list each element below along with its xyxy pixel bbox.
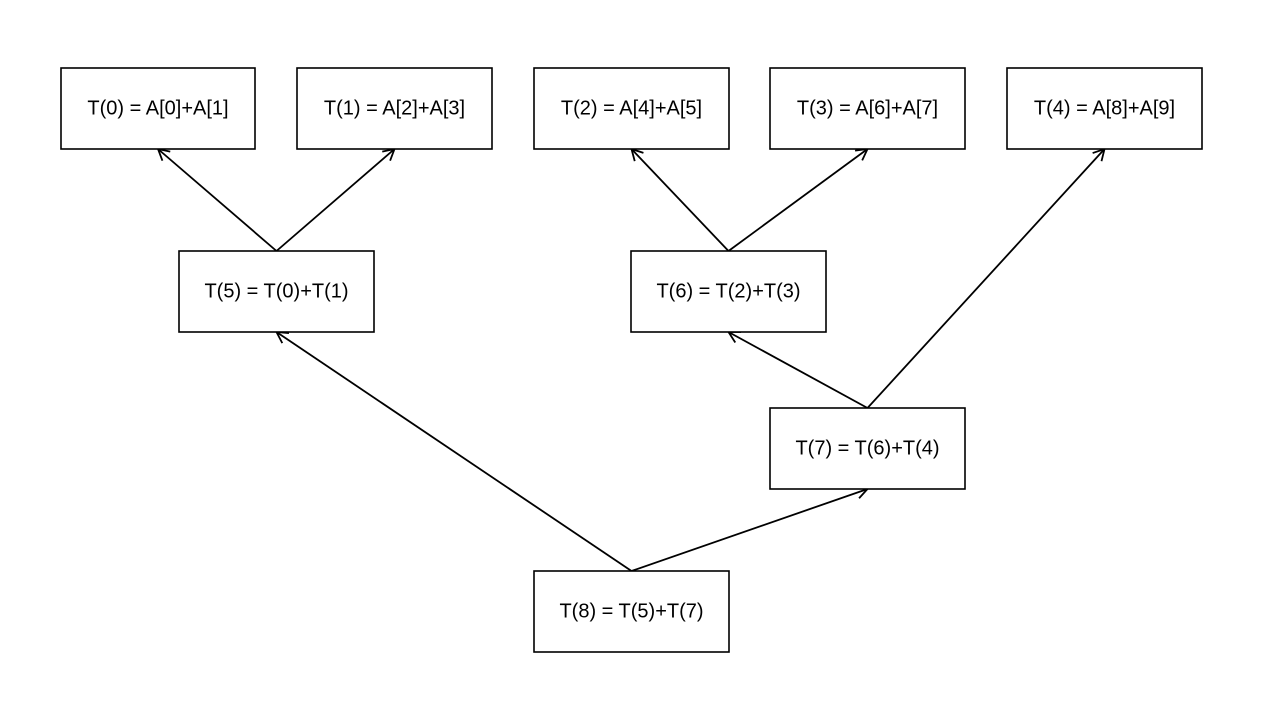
node-t8: T(8) = T(5)+T(7) [533, 570, 730, 653]
node-t4: T(4) = A[8]+A[9] [1006, 67, 1203, 150]
edge-t5-to-t0 [156, 147, 278, 252]
node-label: T(5) = T(0)+T(1) [204, 281, 348, 303]
edge-t6-to-t2 [630, 147, 730, 252]
node-box [60, 67, 256, 150]
node-box [178, 250, 375, 333]
edges-layer [156, 147, 1106, 572]
node-t5: T(5) = T(0)+T(1) [178, 250, 375, 333]
node-label: T(4) = A[8]+A[9] [1034, 98, 1175, 120]
edge-t8-to-t5 [274, 330, 633, 572]
node-t7: T(7) = T(6)+T(4) [769, 407, 966, 490]
node-box [533, 570, 730, 653]
node-label: T(3) = A[6]+A[7] [797, 98, 938, 120]
node-label: T(6) = T(2)+T(3) [656, 281, 800, 303]
node-label: T(2) = A[4]+A[5] [561, 98, 702, 120]
node-t1: T(1) = A[2]+A[3] [296, 67, 493, 150]
node-box [533, 67, 730, 150]
node-box [769, 67, 966, 150]
node-t3: T(3) = A[6]+A[7] [769, 67, 966, 150]
node-box [1006, 67, 1203, 150]
node-box [769, 407, 966, 490]
edge-t8-to-t7 [631, 486, 870, 572]
node-t2: T(2) = A[4]+A[5] [533, 67, 730, 150]
node-box [630, 250, 827, 333]
node-t6: T(6) = T(2)+T(3) [630, 250, 827, 333]
edge-t5-to-t1 [275, 147, 396, 252]
nodes-layer: T(0) = A[0]+A[1] T(1) = A[2]+A[3] T(2) = A… [60, 67, 1203, 653]
edge-t7-to-t6 [726, 331, 868, 409]
node-label: T(0) = A[0]+A[1] [87, 98, 228, 120]
node-label: T(1) = A[2]+A[3] [324, 98, 465, 120]
node-label: T(8) = T(5)+T(7) [559, 601, 703, 623]
node-box [296, 67, 493, 150]
edge-t6-to-t3 [727, 147, 870, 252]
node-t0: T(0) = A[0]+A[1] [60, 67, 256, 150]
node-label: T(7) = T(6)+T(4) [795, 438, 939, 460]
edge-t7-to-t4 [866, 147, 1106, 409]
